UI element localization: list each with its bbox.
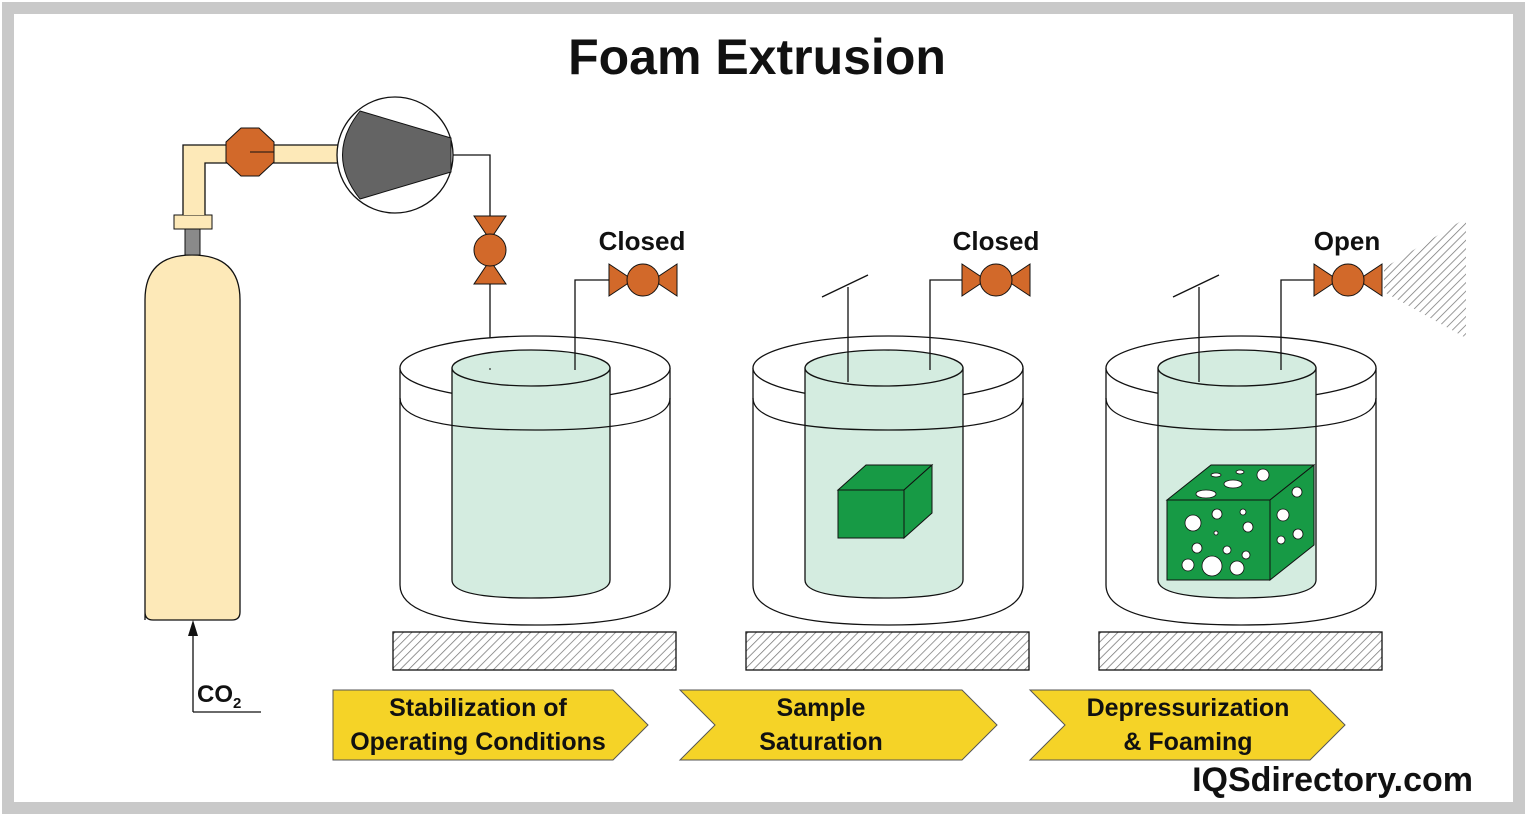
co2-cylinder xyxy=(144,214,241,621)
gas-release-spray xyxy=(1384,218,1466,338)
diagram-title: Foam Extrusion xyxy=(568,29,946,85)
svg-text:Operating Conditions: Operating Conditions xyxy=(350,728,606,756)
step-arrow-depressurization: Depressurization & Foaming xyxy=(1028,689,1346,761)
svg-text:Sample: Sample xyxy=(777,694,866,722)
step-arrow-stabilization: Stabilization of Operating Conditions xyxy=(332,689,649,761)
svg-text:Stabilization of: Stabilization of xyxy=(389,694,567,722)
co2-inlet-arrow xyxy=(188,620,261,713)
vessel-stabilization xyxy=(392,263,678,671)
valve-state-label-1: Closed xyxy=(599,226,686,256)
svg-text:Depressurization: Depressurization xyxy=(1087,694,1290,722)
pressure-regulator-valve xyxy=(225,127,275,177)
svg-text:& Foaming: & Foaming xyxy=(1123,728,1252,756)
feed-line xyxy=(453,154,491,370)
foamed-sample-cube xyxy=(1165,463,1316,582)
solid-sample-cube xyxy=(836,463,934,540)
svg-text:Saturation: Saturation xyxy=(759,728,883,756)
vessel-saturation xyxy=(745,263,1031,671)
co2-label: CO2 xyxy=(197,681,241,712)
watermark-logo: IQSdirectory.com xyxy=(1192,761,1473,799)
valve-state-label-3: Open xyxy=(1314,226,1380,256)
compressor-pump xyxy=(336,96,454,214)
valve-state-label-2: Closed xyxy=(953,226,1040,256)
vessel-depressurization xyxy=(1098,263,1383,671)
step-arrow-saturation: Sample Saturation xyxy=(678,689,998,761)
